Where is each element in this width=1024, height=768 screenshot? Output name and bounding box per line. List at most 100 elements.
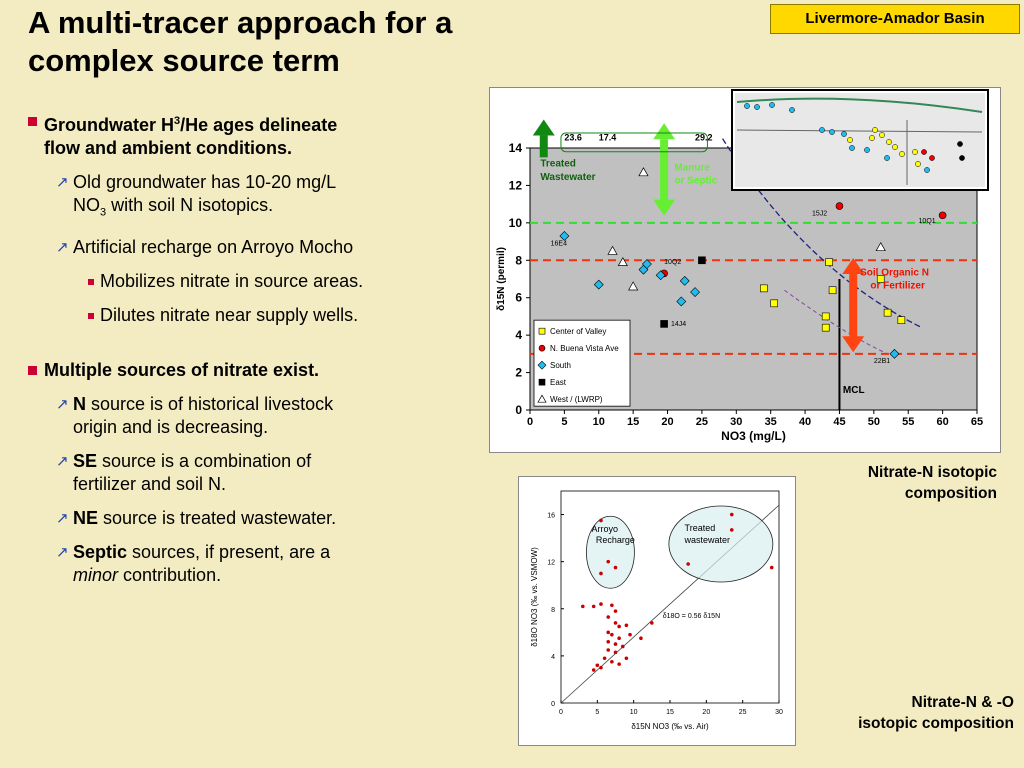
chart-annotation: Recharge xyxy=(596,535,635,545)
point-label: 14J4 xyxy=(671,321,686,328)
x-tick-label: 55 xyxy=(902,416,914,428)
data-point xyxy=(638,167,649,177)
soil-fertilizer-arrow xyxy=(849,274,858,339)
bullet-multiple-sources: Multiple sources of nitrate exist. xyxy=(28,359,498,382)
data-point xyxy=(770,299,778,308)
location-badge: Livermore-Amador Basin xyxy=(770,4,1020,34)
map-well-marker xyxy=(744,103,750,109)
chart-annotation: Wastewater xyxy=(540,172,595,183)
bullet-text: fertilizer and soil N. xyxy=(73,473,227,494)
y-tick-label: 2 xyxy=(515,366,522,380)
y-tick-label: 12 xyxy=(547,560,555,567)
x-tick-label: 20 xyxy=(702,709,710,716)
bullet-bold: NE xyxy=(73,507,99,528)
data-point xyxy=(606,648,611,652)
data-point xyxy=(595,663,600,668)
title-line-2: complex source term xyxy=(28,43,340,78)
x-tick-label: 25 xyxy=(739,709,747,716)
data-point xyxy=(729,528,734,532)
data-point xyxy=(593,279,604,290)
data-point xyxy=(613,565,618,570)
data-point xyxy=(613,621,618,625)
map-well-marker xyxy=(864,147,870,153)
data-point xyxy=(581,604,585,609)
x-tick-label: 10 xyxy=(593,416,605,428)
data-point xyxy=(617,636,621,641)
y-tick-label: 10 xyxy=(509,216,523,230)
chart-annotation: 23.6 xyxy=(564,133,582,143)
data-point xyxy=(698,256,706,265)
map-road xyxy=(736,129,983,133)
subscript: 3 xyxy=(100,206,107,219)
chart-annotation: Treated xyxy=(685,523,716,533)
data-point xyxy=(610,603,614,608)
map-well-marker xyxy=(929,155,935,161)
bullet-bold: SE xyxy=(73,450,98,471)
data-point xyxy=(825,258,833,266)
data-point xyxy=(624,656,629,661)
bullet-text: sources, if present, are a xyxy=(127,541,331,562)
caption-line: composition xyxy=(904,485,997,502)
legend-marker xyxy=(537,360,547,370)
sub-bullet-artificial-recharge: ↗ Artificial recharge on Arroyo Mocho xyxy=(28,236,498,259)
map-well-marker xyxy=(959,155,965,161)
arrow-bullet-icon: ↗ xyxy=(56,238,69,256)
data-point xyxy=(559,231,570,241)
data-point xyxy=(599,665,603,670)
data-point xyxy=(613,650,618,655)
data-point xyxy=(883,308,892,317)
bullet-square-icon xyxy=(28,365,37,375)
data-point xyxy=(602,656,607,661)
x-tick-label: 0 xyxy=(527,416,533,428)
legend-label: Center of Valley xyxy=(550,327,606,336)
data-point xyxy=(690,287,700,298)
x-tick-label: 20 xyxy=(661,416,673,428)
bullet-text: Dilutes nitrate near supply wells. xyxy=(100,304,359,325)
bullet-groundwater-ages: Groundwater H3/He ages delineate flow an… xyxy=(28,110,498,160)
data-point xyxy=(617,662,621,666)
map-well-marker xyxy=(841,131,847,137)
data-point xyxy=(760,284,768,293)
x-tick-label: 30 xyxy=(775,709,783,716)
legend-label: N. Buena Vista Ave xyxy=(550,344,619,353)
data-point xyxy=(617,624,621,629)
data-point xyxy=(610,632,614,637)
inset-map-land xyxy=(735,93,985,187)
data-point xyxy=(660,320,668,328)
data-point xyxy=(679,275,690,286)
data-point xyxy=(591,604,596,609)
map-well-marker xyxy=(899,151,905,157)
y-tick-label: 8 xyxy=(551,607,555,614)
data-point xyxy=(613,642,618,646)
map-well-marker xyxy=(819,127,825,133)
caption-line: Nitrate-N & -O xyxy=(911,694,1014,711)
bullet-bold: Septic xyxy=(73,541,128,562)
chart-annotation: MCL xyxy=(843,385,865,396)
data-point xyxy=(610,659,614,664)
chart-annotation: Manure xyxy=(674,162,710,173)
x-tick-label: 65 xyxy=(971,416,983,428)
bullet-text: Artificial recharge on Arroyo Mocho xyxy=(73,236,354,257)
arrow-head xyxy=(653,123,676,140)
data-point xyxy=(599,571,603,576)
bullet-italic: minor xyxy=(73,564,119,585)
bullet-text: source is a combination of xyxy=(97,450,312,471)
bullet-text: Mobilizes nitrate in source areas. xyxy=(100,270,364,291)
caption-chart-2: Nitrate-N & -O isotopic composition xyxy=(776,692,1014,734)
data-point xyxy=(686,562,690,566)
legend-marker xyxy=(537,394,547,403)
x-tick-label: 60 xyxy=(936,416,948,428)
map-well-marker xyxy=(884,155,890,161)
data-point xyxy=(606,559,611,564)
data-point xyxy=(821,312,830,321)
data-point xyxy=(606,615,611,619)
sub-bullet-n-source: ↗ N source is of historical livestock or… xyxy=(28,393,498,439)
data-point xyxy=(821,323,830,332)
bullet-bold: N xyxy=(73,393,86,414)
x-tick-label: 15 xyxy=(666,709,674,716)
y-axis-label: δ15N (permil) xyxy=(496,247,507,311)
y-tick-label: 6 xyxy=(515,291,522,305)
x-tick-label: 15 xyxy=(627,416,639,428)
sub-bullet-ne-source: ↗ NE source is treated wastewater. xyxy=(28,507,498,530)
